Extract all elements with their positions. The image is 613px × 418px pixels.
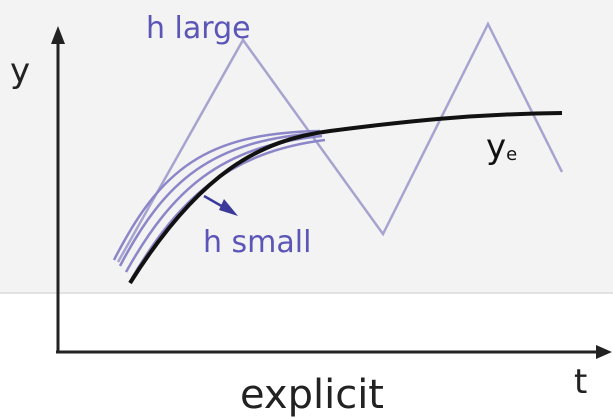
h-large-label: h large [146, 11, 251, 46]
y-axis-arrow [51, 26, 65, 44]
exact-solution-label-sub: e [506, 144, 517, 165]
lower-background [0, 294, 613, 418]
background-band [0, 0, 613, 293]
zigzag-large-step-curve [116, 21, 564, 263]
t-axis-label: t [574, 362, 587, 402]
t-axis-arrow [596, 345, 612, 359]
caption: explicit [240, 372, 384, 418]
approx-curve-2 [118, 131, 321, 267]
approx-curve-1 [112, 129, 321, 261]
y-axis-label: y [10, 51, 30, 91]
exact-solution-curve [128, 111, 563, 285]
h-small-arrow-head [219, 199, 238, 216]
exact-solution-label: ye [486, 127, 517, 167]
exact-solution-label-main: y [486, 127, 506, 167]
h-small-label: h small [203, 225, 311, 260]
